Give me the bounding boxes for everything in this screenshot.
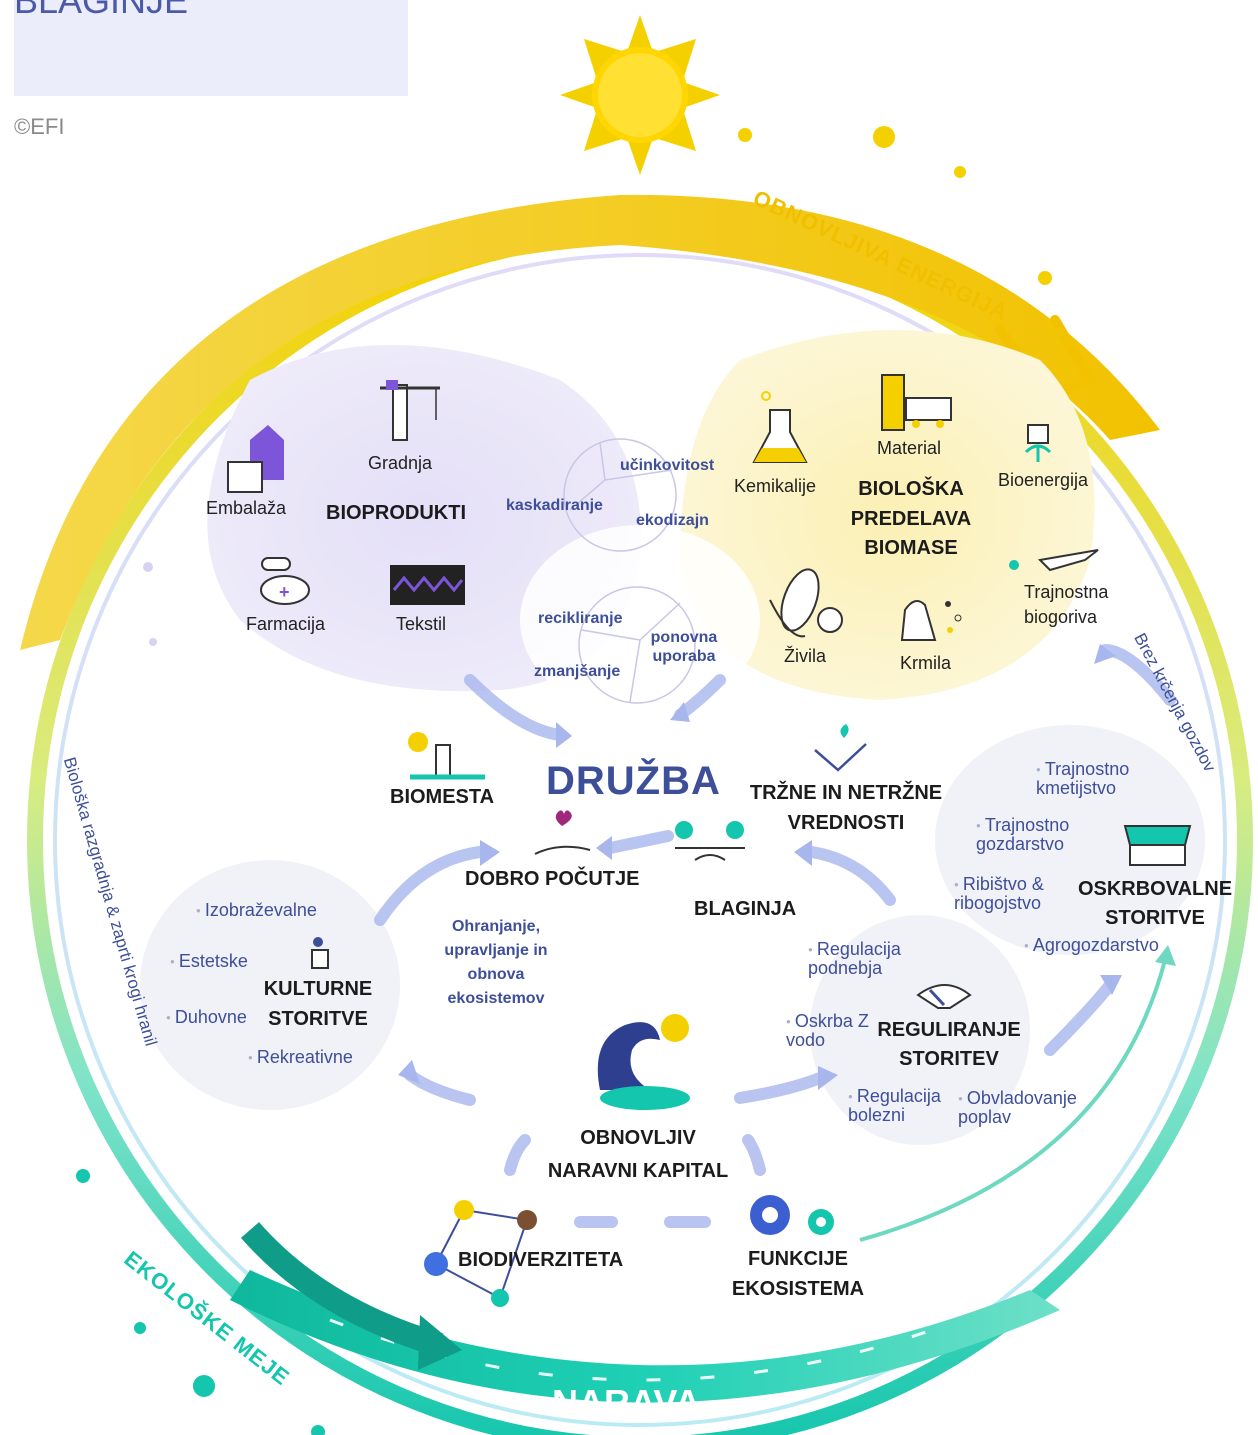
climate-regulation-item: Regulacija podnebja (808, 940, 918, 978)
construction-label: Gradnja (368, 453, 433, 473)
conservation-line-4: ekosistemov (447, 990, 545, 1007)
packaging-icon (227, 425, 284, 493)
regulating-title-1: REGULIRANJE (877, 1019, 1021, 1041)
recreational-item: Rekreativne (248, 1047, 353, 1068)
credit-label: ©EFI (14, 114, 65, 139)
city-icon (408, 732, 485, 780)
wood-material-icon (881, 374, 952, 431)
chemicals-label: Kemikalije (734, 476, 817, 496)
wave-icon (585, 1005, 695, 1115)
conservation-line-3: obnova (467, 966, 525, 983)
person-icon (311, 937, 329, 969)
chicken-icon (900, 600, 962, 641)
nature-label: NARAVA (552, 1382, 701, 1423)
energy-arc (20, 194, 1160, 651)
conservation-line-2: upravljanje in (444, 942, 548, 959)
plane-icon (1009, 549, 1099, 572)
bioprocessing-title-1: BIOLOŠKA (858, 478, 964, 500)
sustainable-agriculture-item: Trajnostno kmetijstvo (1036, 760, 1156, 798)
bioprocessing-title-3: BIOMASE (864, 537, 958, 559)
biocities-label: BIOMESTA (390, 786, 495, 808)
provisioning-title-2: STORITVE (1105, 907, 1205, 929)
biofuels-label: Trajnostna biogoriva (1024, 582, 1109, 628)
bioenergy-label: Bioenergija (998, 470, 1089, 490)
feed-label: Krmila (900, 653, 952, 673)
scale-icon (675, 821, 745, 861)
circularity-lower-circle (578, 586, 696, 704)
reduction-label: zmanjšanje (534, 663, 621, 680)
pharmacy-icon: + (260, 557, 310, 605)
material-label: Material (877, 438, 942, 458)
corn-icon (769, 568, 843, 638)
cultural-title-2: STORITVE (268, 1008, 368, 1030)
cultural-title-1: KULTURNE (263, 978, 373, 1000)
recycling-label: recikliranje (538, 610, 623, 627)
bioprocessing-title-2: PREDELAVA (850, 508, 972, 530)
flask-icon (752, 391, 808, 463)
svg-text:+: + (279, 582, 290, 602)
cascading-label: kaskadiranje (506, 497, 603, 514)
pharmacy-label: Farmacija (246, 614, 326, 634)
bioproducts-title: BIOPRODUKTI (326, 502, 466, 524)
water-supply-item: Oskrba Z vodo (786, 1012, 872, 1050)
header-title-fragment: BLAGINJE (14, 0, 189, 21)
market-stall-icon (1123, 825, 1192, 866)
circularity-upper-circle (563, 438, 677, 552)
functions-title-2: EKOSISTEMA (731, 1278, 865, 1300)
textile-label: Tekstil (396, 614, 447, 634)
efficiency-label: učinkovitost (620, 457, 715, 474)
spiritual-item: Duhovne (166, 1007, 247, 1028)
growth-icon (814, 724, 867, 772)
flow-arrow (374, 846, 486, 926)
capital-title-1: OBNOVLJIV (580, 1127, 696, 1149)
market-values-line-2: VREDNOSTI (787, 812, 905, 834)
aesthetic-item: Estetske (170, 951, 248, 972)
society-title: DRUŽBA (546, 759, 721, 803)
functions-title-1: FUNKCIJE (747, 1248, 848, 1270)
flood-control-item: Obvladovanje poplav (958, 1089, 1098, 1127)
gauge-icon (916, 984, 972, 1009)
heart-hand-icon (534, 810, 591, 855)
disease-regulation-item: Regulacija bolezni (848, 1087, 958, 1125)
reuse-label: ponovna uporaba (650, 629, 718, 666)
packaging-label: Embalaža (206, 498, 287, 518)
welfare-label: BLAGINJA (694, 898, 797, 920)
textile-icon (390, 565, 465, 605)
gears-icon (750, 1195, 834, 1235)
network-icon (424, 1200, 537, 1307)
capital-title-2: NARAVNI KAPITAL (547, 1160, 729, 1182)
plug-icon (1024, 424, 1052, 462)
crane-icon (380, 380, 440, 441)
agroforestry-item: Agrogozdarstvo (1024, 935, 1159, 956)
food-label: Živila (784, 646, 827, 666)
fishery-item: Ribištvo & ribogojstvo (954, 875, 1078, 913)
sustainable-forestry-item: Trajnostno gozdarstvo (976, 816, 1096, 854)
market-values-line-1: TRŽNE IN NETRŽNE (749, 782, 943, 804)
regulating-title-2: STORITEV (899, 1048, 999, 1070)
sun-icon (560, 15, 720, 175)
conservation-line-1: Ohranjanje, (451, 918, 541, 935)
nature-arc (230, 1270, 1060, 1403)
ecodesign-label: ekodizajn (636, 512, 709, 529)
provisioning-title-1: OSKRBOVALNE (1077, 878, 1233, 900)
header-box (14, 0, 408, 96)
wellbeing-label: DOBRO POČUTJE (465, 868, 640, 890)
biodiversity-label: BIODIVERZITETA (458, 1249, 624, 1271)
educational-item: Izobraževalne (196, 900, 317, 921)
